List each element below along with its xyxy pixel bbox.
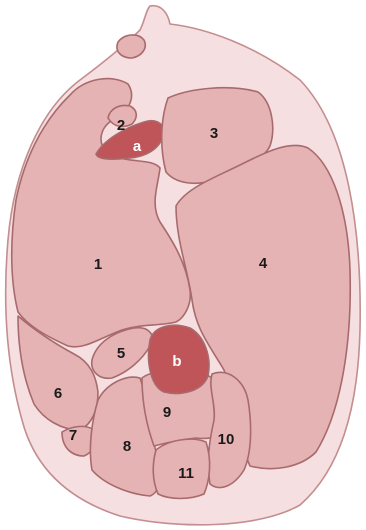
label-muscle-5: 5 [117, 345, 125, 362]
label-muscle-4: 4 [259, 255, 268, 272]
label-muscle-3: 3 [210, 125, 218, 142]
label-muscle-9: 9 [163, 404, 171, 421]
label-muscle-7: 7 [69, 427, 77, 444]
label-muscle-2: 2 [117, 117, 125, 134]
small-top-lobe [117, 35, 145, 58]
label-vessel-a: a [133, 138, 142, 155]
label-muscle-8: 8 [123, 438, 131, 455]
label-muscle-1: 1 [94, 256, 102, 273]
label-muscle-11: 11 [178, 465, 194, 482]
label-muscle-10: 10 [218, 431, 235, 448]
label-vessel-b: b [172, 353, 181, 370]
label-muscle-6: 6 [54, 385, 62, 402]
